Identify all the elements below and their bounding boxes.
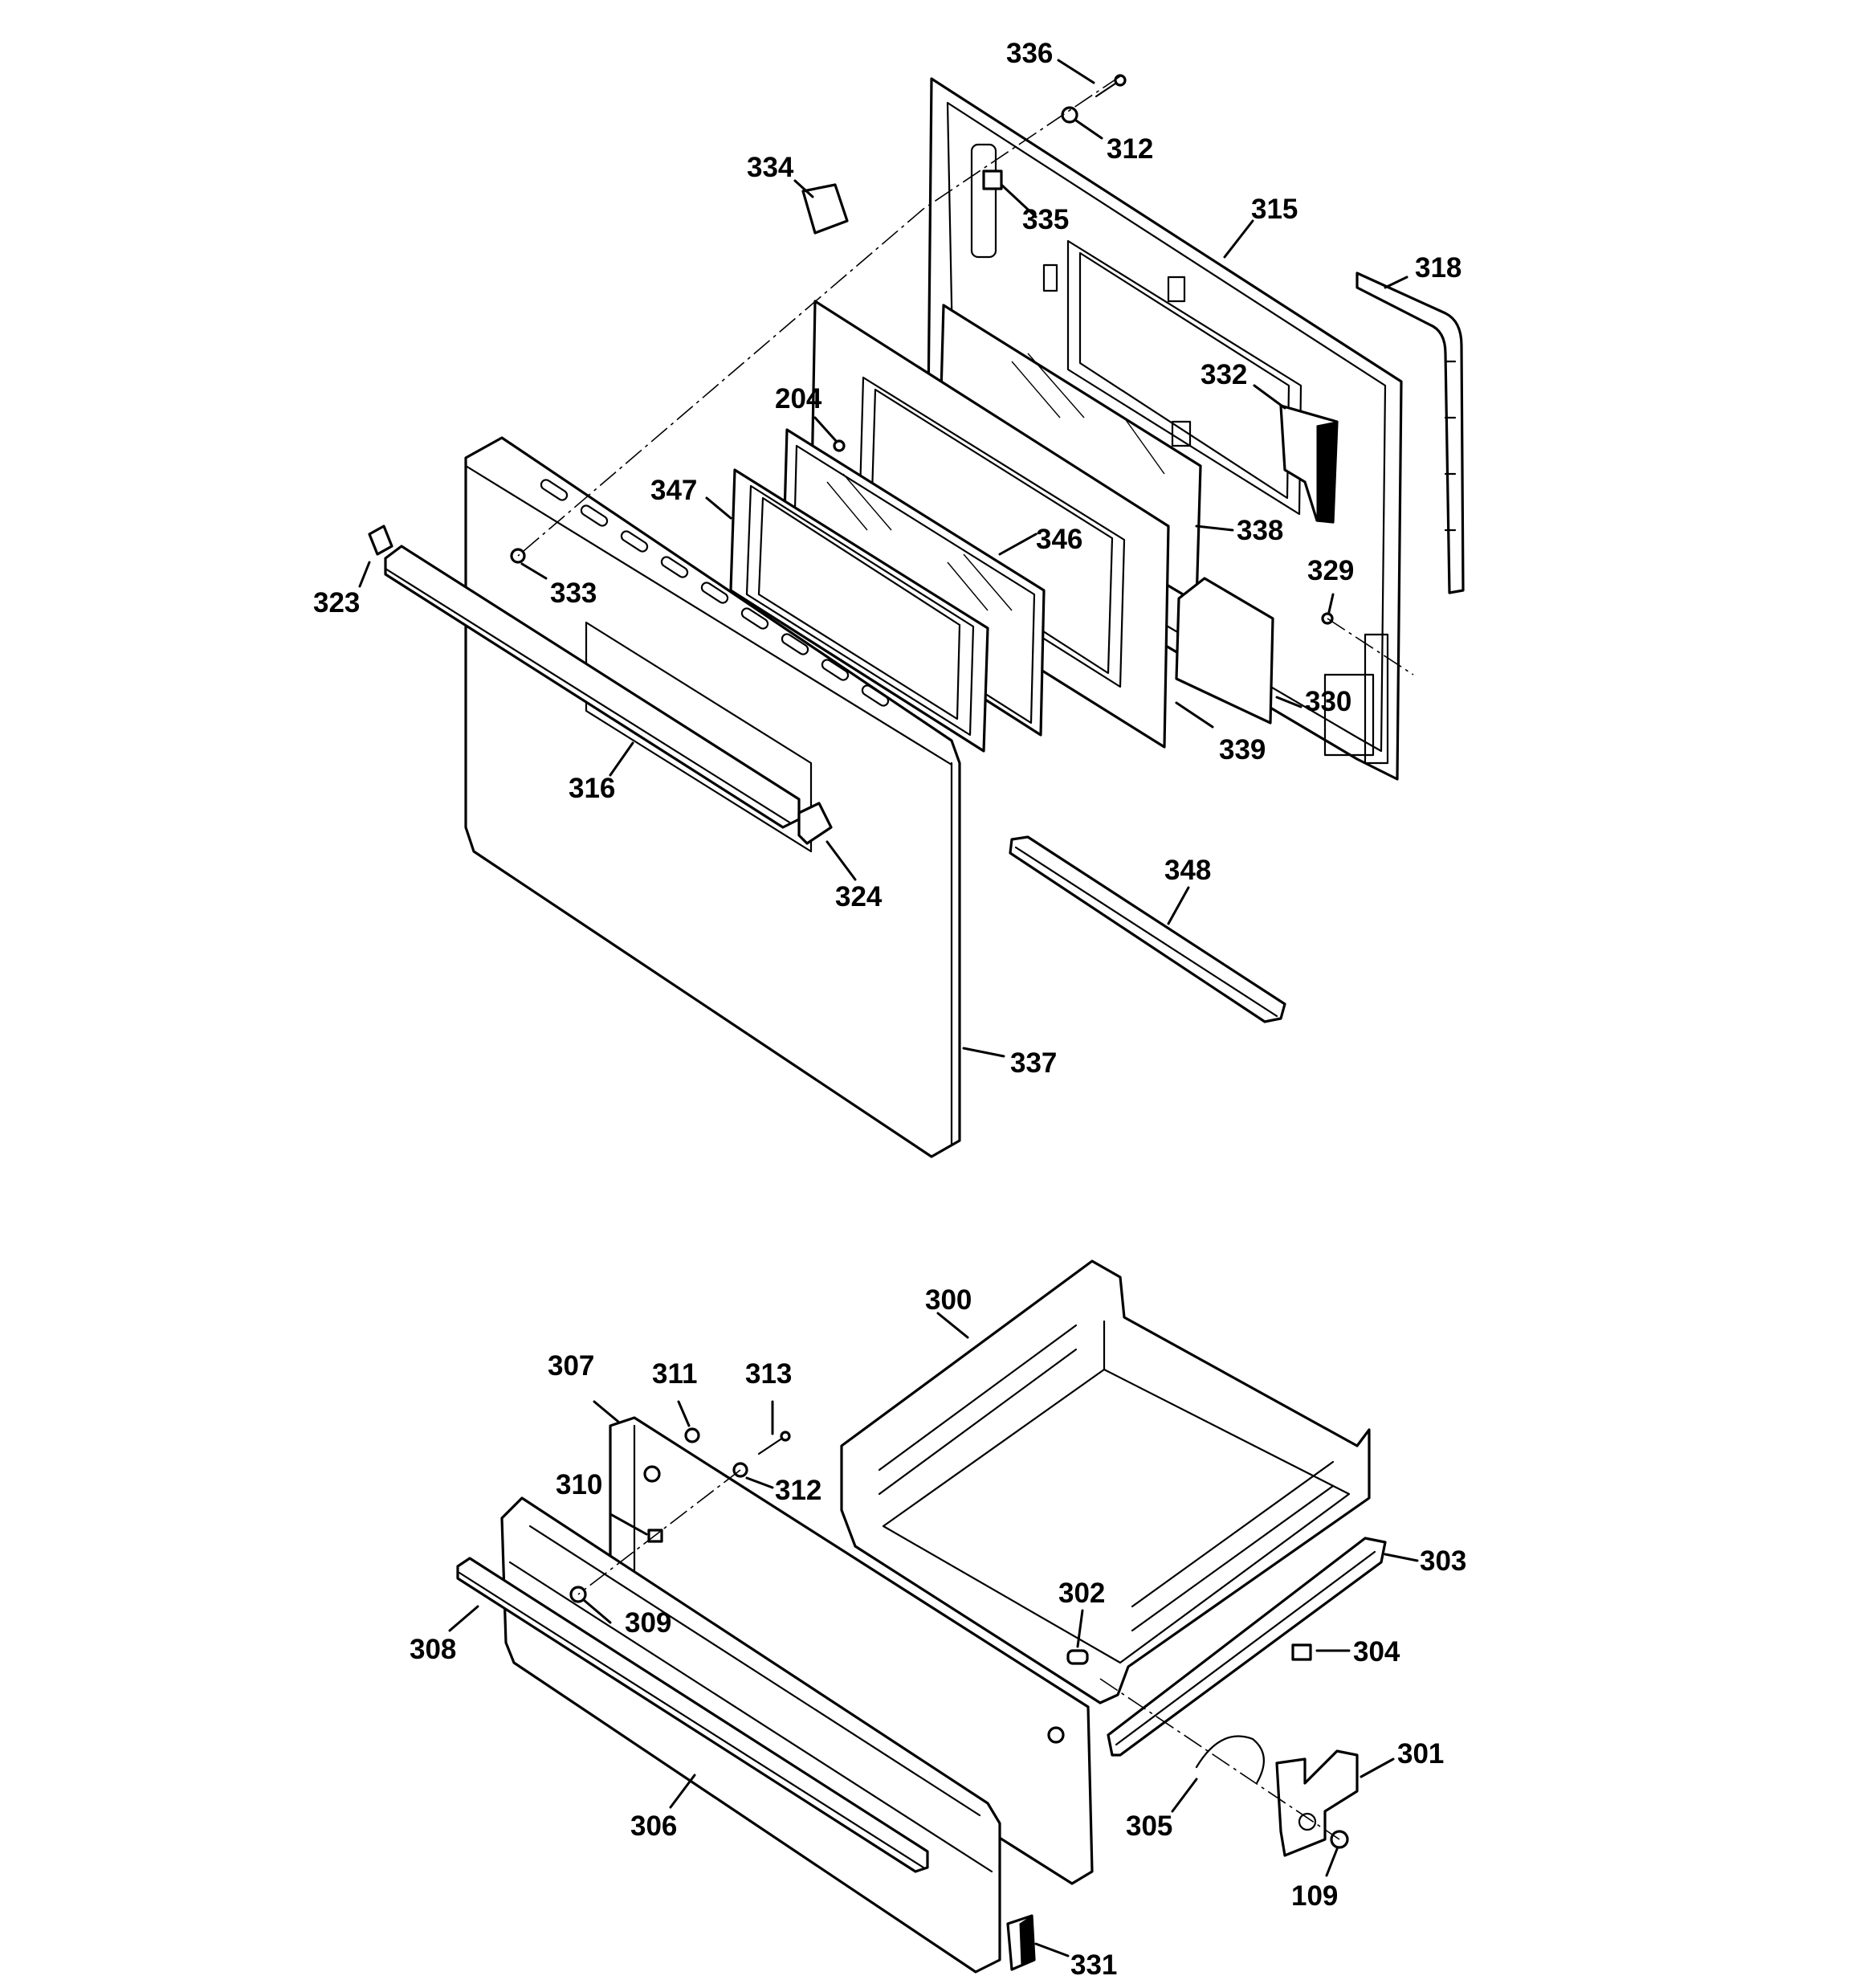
screw-336 [1095,74,1127,98]
callout-338: 338 [1237,515,1283,546]
slide-rail-303 [1107,1537,1387,1757]
insulation-331 [1006,1914,1036,1971]
lower-glass-339 [1175,577,1274,725]
callout-331: 331 [1070,1949,1117,1981]
wire-spring-305 [1195,1735,1265,1785]
callout-300: 300 [925,1284,972,1316]
callout-312-upper: 312 [1107,133,1153,165]
callout-316: 316 [569,773,615,804]
callout-309: 309 [625,1607,671,1639]
support-bracket-348 [1009,835,1286,1023]
callout-315: 315 [1251,194,1298,225]
callout-347: 347 [650,475,697,506]
clip-335 [982,169,1003,190]
callout-329: 329 [1307,555,1354,586]
callout-204: 204 [775,383,822,414]
callout-301: 301 [1397,1738,1444,1770]
callout-339: 339 [1219,734,1266,765]
callout-332: 332 [1201,359,1247,390]
callout-308: 308 [410,1634,456,1665]
drawer-panel-307 [609,1416,1094,1885]
callout-109: 109 [1291,1880,1338,1912]
nut-311 [684,1427,700,1443]
callout-304: 304 [1353,1636,1400,1668]
drawer-bracket-301 [1275,1749,1359,1857]
callout-306: 306 [630,1810,677,1842]
callout-labels: 336 312 334 335 315 318 332 204 347 346 … [313,38,1466,1981]
callout-305: 305 [1126,1810,1172,1842]
drawer-handle-308 [456,1557,929,1873]
callout-310: 310 [556,1469,602,1500]
end-cap-324 [797,802,833,845]
door-inner-panel-315 [926,77,1403,781]
callout-334: 334 [747,152,794,183]
screw-313 [757,1431,791,1455]
callout-leaders [358,59,1419,1957]
glass-frame-347 [729,468,989,753]
callout-330: 330 [1305,686,1351,717]
callout-348: 348 [1164,855,1211,886]
door-seal-318 [1355,271,1465,594]
callout-333: 333 [550,578,597,609]
callout-323: 323 [313,587,360,618]
callout-302: 302 [1058,1578,1105,1609]
insulation-332 [1279,404,1339,524]
outer-door-337 [464,436,961,1158]
screw-302 [1066,1649,1089,1665]
callout-336: 336 [1006,38,1053,69]
callout-311: 311 [652,1358,697,1390]
callout-303: 303 [1420,1545,1466,1577]
callout-337: 337 [1010,1047,1057,1079]
screw-204 [833,439,846,452]
callout-307: 307 [548,1350,594,1382]
callout-313: 313 [745,1358,792,1390]
callout-346: 346 [1036,524,1082,555]
drawer-box-300 [840,1259,1371,1704]
callout-312-lower: 312 [775,1475,821,1506]
callout-318: 318 [1415,252,1461,284]
clip-334 [801,183,849,235]
clip-304 [1291,1643,1312,1661]
end-cap-323 [368,525,393,556]
callout-335: 335 [1022,204,1069,235]
callout-324: 324 [835,881,883,912]
